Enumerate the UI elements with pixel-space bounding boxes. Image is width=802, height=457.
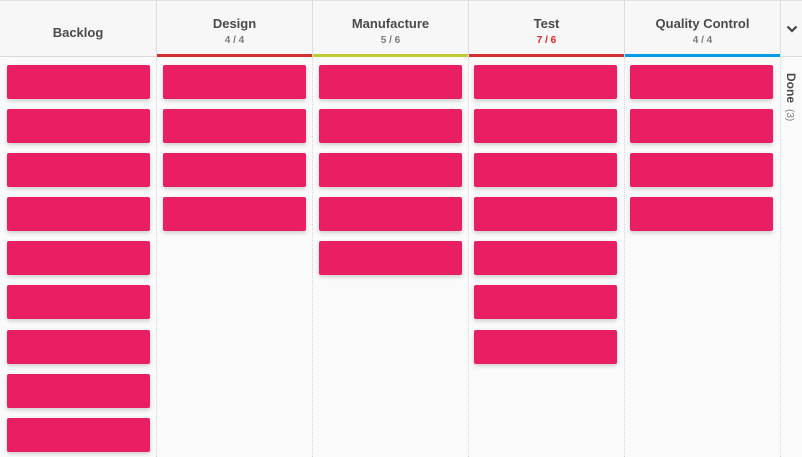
lane-design — [157, 57, 313, 457]
collapse-toggle-button[interactable] — [781, 1, 802, 57]
chevron-down-icon — [786, 25, 797, 33]
column-title: Test — [533, 16, 560, 31]
card[interactable] — [7, 153, 150, 187]
card[interactable] — [319, 109, 462, 143]
card[interactable] — [630, 109, 773, 143]
card[interactable] — [474, 330, 617, 364]
card[interactable] — [474, 109, 617, 143]
wip-count: 4 / 4 — [224, 35, 245, 46]
card[interactable] — [474, 153, 617, 187]
card[interactable] — [474, 285, 617, 319]
wip-count: 4 / 4 — [692, 35, 713, 46]
card[interactable] — [163, 65, 306, 99]
lane-backlog — [0, 57, 157, 457]
done-count: (3) — [784, 109, 795, 122]
column-title: Manufacture — [351, 16, 430, 31]
card[interactable] — [7, 330, 150, 364]
card[interactable] — [474, 197, 617, 231]
lane-test — [469, 57, 625, 457]
card[interactable] — [7, 197, 150, 231]
card[interactable] — [630, 197, 773, 231]
card[interactable] — [7, 241, 150, 275]
card[interactable] — [7, 285, 150, 319]
card[interactable] — [7, 109, 150, 143]
lane-done-collapsed[interactable]: Done (3) — [781, 57, 802, 457]
wip-count-over-limit: 7 / 6 — [536, 35, 557, 46]
wip-count: 5 / 6 — [380, 35, 401, 46]
column-header-design[interactable]: Design 4 / 4 — [157, 1, 313, 57]
column-color-bar — [469, 54, 624, 57]
card[interactable] — [630, 65, 773, 99]
column-header-quality-control[interactable]: Quality Control 4 / 4 — [625, 1, 781, 57]
lane-manufacture — [313, 57, 469, 457]
card[interactable] — [7, 65, 150, 99]
card[interactable] — [319, 241, 462, 275]
card[interactable] — [163, 153, 306, 187]
column-header-backlog[interactable]: Backlog — [0, 1, 157, 57]
column-title: Design — [212, 16, 257, 31]
card[interactable] — [7, 418, 150, 452]
card[interactable] — [474, 241, 617, 275]
done-label: Done (3) — [782, 73, 800, 121]
card[interactable] — [163, 197, 306, 231]
column-header-manufacture[interactable]: Manufacture 5 / 6 — [313, 1, 469, 57]
card[interactable] — [630, 153, 773, 187]
card[interactable] — [163, 109, 306, 143]
card[interactable] — [7, 374, 150, 408]
board-header: Backlog Design 4 / 4 Manufacture 5 / 6 T… — [0, 0, 802, 57]
column-color-bar — [157, 54, 312, 57]
column-title: Backlog — [52, 25, 104, 40]
column-color-bar — [313, 54, 468, 57]
column-header-test[interactable]: Test 7 / 6 — [469, 1, 625, 57]
card[interactable] — [319, 65, 462, 99]
card[interactable] — [319, 197, 462, 231]
card[interactable] — [319, 153, 462, 187]
done-title: Done — [784, 73, 798, 103]
lane-quality-control — [625, 57, 781, 457]
card[interactable] — [474, 65, 617, 99]
column-title: Quality Control — [655, 16, 750, 31]
column-color-bar — [625, 54, 780, 57]
